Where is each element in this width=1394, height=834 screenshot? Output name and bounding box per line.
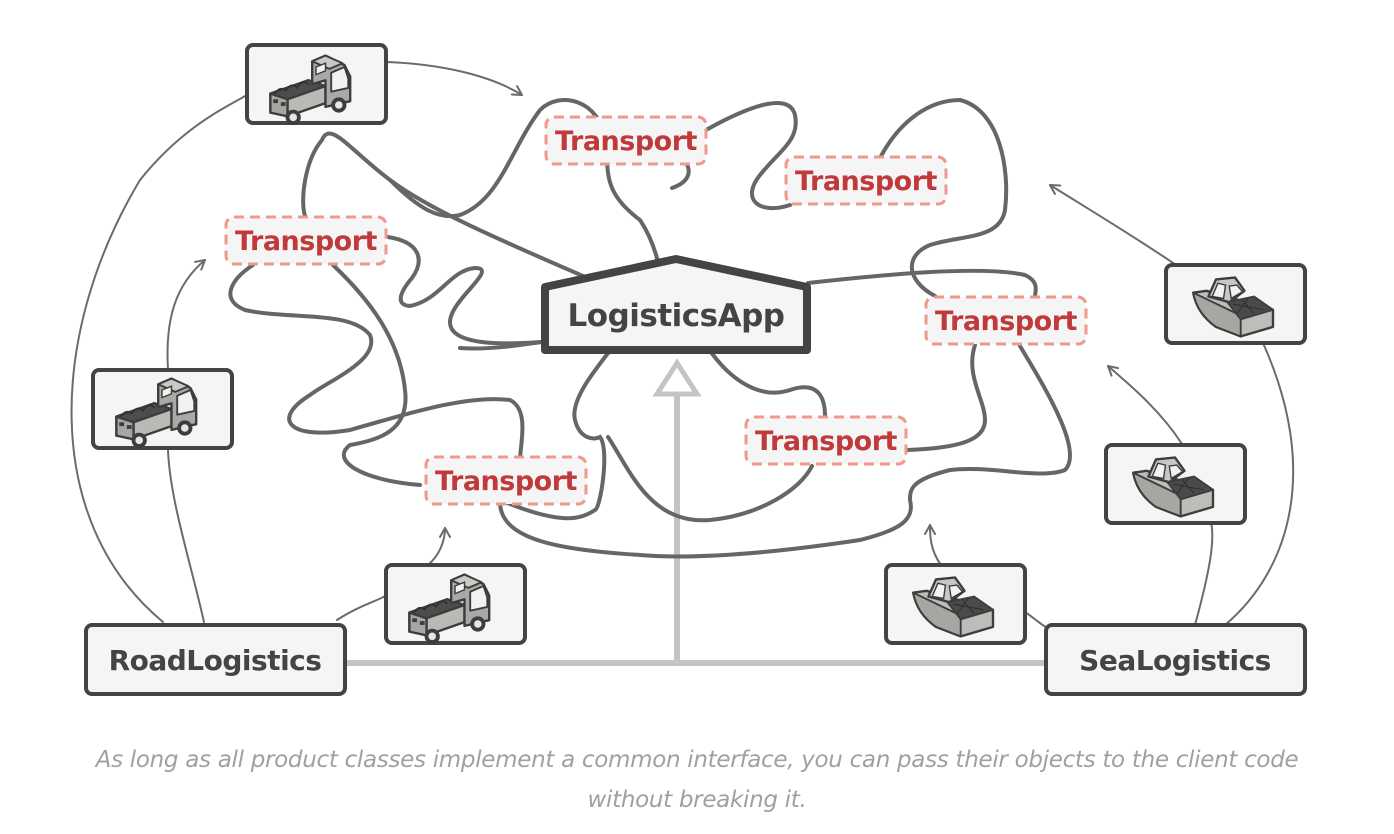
road-products — [91, 43, 527, 646]
sea-products — [884, 263, 1307, 645]
transport-label: Transport — [744, 415, 908, 466]
creation-arrows — [70, 61, 1295, 629]
transport-label: Transport — [924, 295, 1088, 346]
svg-text:Transport: Transport — [795, 166, 937, 197]
boat-product — [884, 563, 1027, 645]
figure-caption: As long as all product classes implement… — [0, 740, 1394, 820]
svg-text:Transport: Transport — [235, 226, 377, 257]
creator-road-logistics: RoadLogistics — [84, 623, 347, 696]
transport-label: Transport — [224, 215, 388, 266]
transport-label: Transport — [544, 115, 708, 166]
svg-text:Transport: Transport — [555, 126, 697, 157]
svg-text:Transport: Transport — [935, 306, 1077, 337]
svg-text:Transport: Transport — [755, 426, 897, 457]
road-logistics-label: RoadLogistics — [109, 644, 322, 677]
client-box — [541, 255, 811, 354]
inheritance-arrowhead-icon — [652, 358, 702, 397]
client-logistics-app: LogisticsApp — [541, 255, 811, 354]
transport-label: Transport — [784, 155, 948, 206]
inheritance-connector — [346, 358, 1046, 666]
sea-logistics-label: SeaLogistics — [1079, 644, 1271, 677]
caption-line-1: As long as all product classes implement… — [95, 747, 1299, 773]
client-transport-wires — [228, 97, 1072, 559]
boat-product — [1104, 443, 1247, 525]
transport-label: Transport — [424, 455, 588, 506]
truck-product — [245, 43, 388, 127]
truck-product — [384, 563, 527, 646]
creator-sea-logistics: SeaLogistics — [1044, 623, 1307, 696]
caption-line-2: without breaking it. — [587, 787, 807, 813]
svg-text:Transport: Transport — [435, 466, 577, 497]
truck-product — [91, 368, 234, 450]
transport-labels: Transport Transport Transport Transport … — [224, 115, 1088, 506]
boat-product — [1164, 263, 1307, 345]
client-label: LogisticsApp — [568, 298, 785, 334]
